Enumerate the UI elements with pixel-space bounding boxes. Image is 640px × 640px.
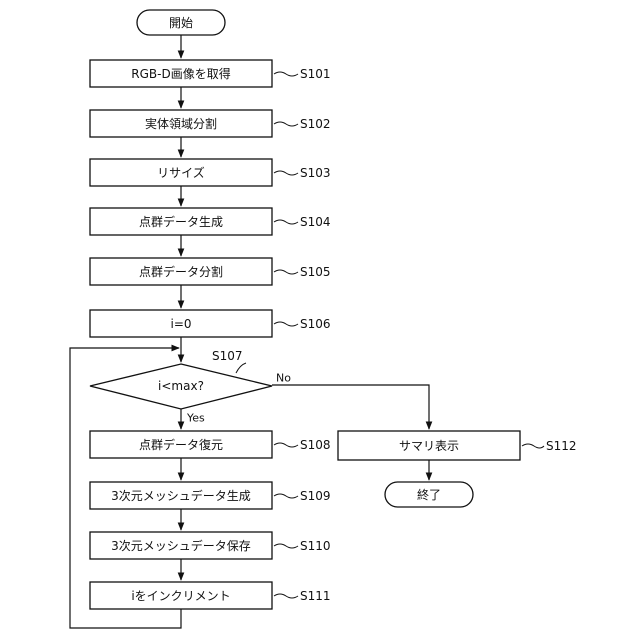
step-id: S101 [300,67,331,81]
step-id: S108 [300,438,331,452]
no-branch-label: No [276,372,291,385]
step-leader-line [274,171,298,175]
end-terminal: 終了 [385,482,473,507]
step-leader-line [274,544,298,548]
step-id: S111 [300,589,331,603]
process-label: リサイズ [157,165,205,180]
process-label: 点群データ分割 [139,264,223,279]
process-label: RGB-D画像を取得 [131,66,230,81]
step-id: S106 [300,317,331,331]
process-label: i=0 [170,317,191,331]
process-s102: 実体領域分割 S102 [90,110,331,137]
process-label: 点群データ生成 [139,214,223,229]
step-leader-line [274,443,298,447]
process-s111: iをインクリメント S111 [90,582,331,609]
step-leader-line [274,220,298,224]
process-s109: 3次元メッシュデータ生成 S109 [90,482,331,509]
decision-s107: i<max? S107 Yes No [90,349,291,425]
step-leader-line [274,122,298,126]
step-id: S102 [300,117,331,131]
step-id: S103 [300,166,331,180]
step-id: S110 [300,539,331,553]
process-s110: 3次元メッシュデータ保存 S110 [90,532,331,559]
step-leader-line [274,72,298,76]
process-label: 3次元メッシュデータ生成 [111,488,251,503]
process-s104: 点群データ生成 S104 [90,208,331,235]
step-id: S109 [300,489,331,503]
step-leader-line [236,363,246,373]
process-label: 3次元メッシュデータ保存 [111,538,251,553]
process-label: 実体領域分割 [145,116,217,131]
step-id: S105 [300,265,331,279]
start-label: 開始 [169,16,193,30]
step-id: S107 [212,349,243,363]
process-s106: i=0 S106 [90,310,331,337]
process-s101: RGB-D画像を取得 S101 [90,60,331,87]
step-leader-line [274,270,298,274]
arrow-no-s112 [272,385,429,429]
step-leader-line [274,494,298,498]
step-id: S112 [546,439,577,453]
process-label: iをインクリメント [131,589,230,603]
process-s112: サマリ表示 S112 [338,431,577,460]
step-leader-line [274,322,298,326]
step-id: S104 [300,215,331,229]
end-label: 終了 [417,487,441,502]
process-s105: 点群データ分割 S105 [90,258,331,285]
process-label: 点群データ復元 [139,437,223,452]
step-leader-line [274,594,298,598]
process-s108: 点群データ復元 S108 [90,431,331,458]
step-leader-line [522,444,544,448]
process-s103: リサイズ S103 [90,159,331,186]
decision-label: i<max? [158,379,204,393]
start-terminal: 開始 [137,10,225,35]
process-label: サマリ表示 [399,439,459,453]
yes-branch-label: Yes [186,412,205,425]
